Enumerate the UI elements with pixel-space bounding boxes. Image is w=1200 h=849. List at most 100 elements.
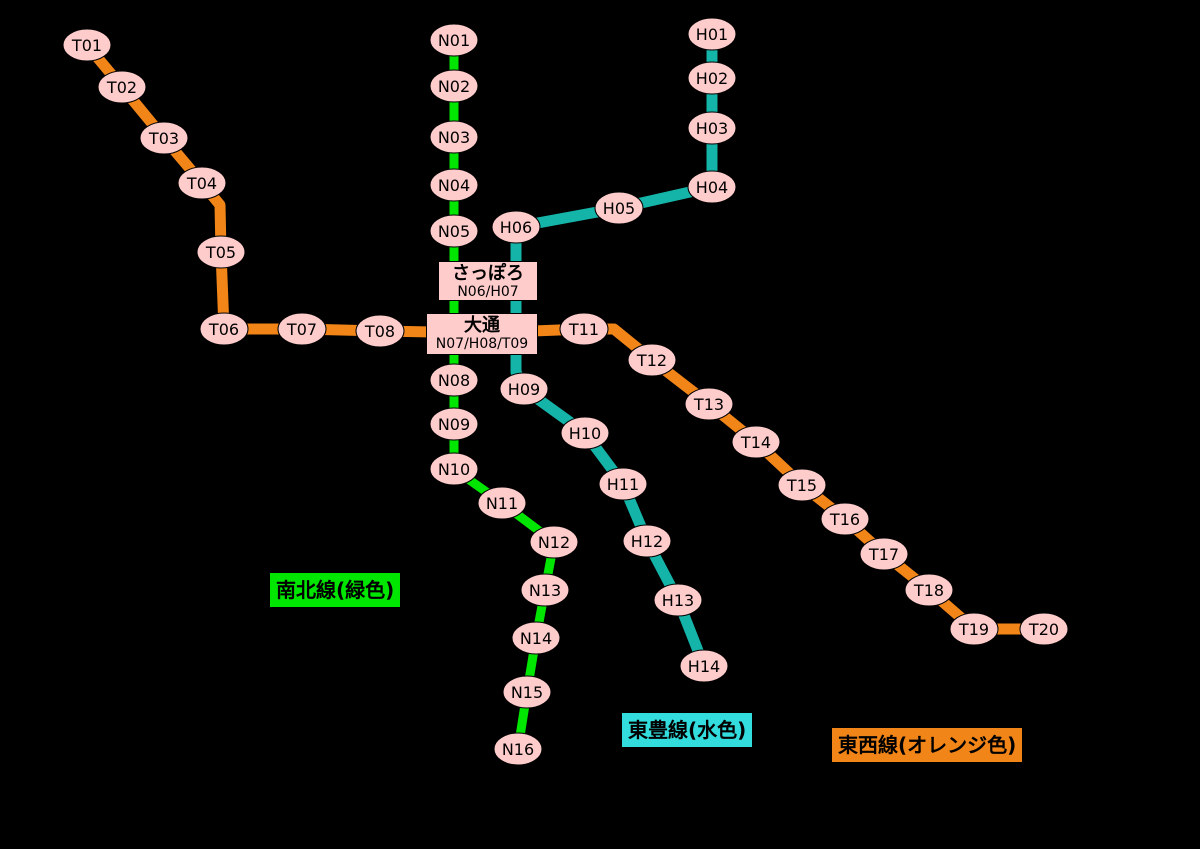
station-code-label: N02 xyxy=(438,77,470,96)
station-t07[interactable]: T07 xyxy=(277,312,327,346)
station-code-label: N14 xyxy=(520,629,552,648)
namboku-line-south xyxy=(449,340,559,750)
station-code-label: H02 xyxy=(696,69,728,88)
hub-sapporo[interactable]: さっぽろ N06/H07 xyxy=(438,261,538,301)
station-code-label: N13 xyxy=(529,581,561,600)
station-code-label: N15 xyxy=(511,683,543,702)
station-marker xyxy=(429,363,479,397)
station-marker xyxy=(429,407,479,441)
station-marker xyxy=(477,486,527,520)
station-code-label: T02 xyxy=(106,78,137,97)
station-code-label: H01 xyxy=(696,25,728,44)
station-n05[interactable]: N05 xyxy=(429,214,479,248)
tozai-line-west xyxy=(82,41,485,339)
station-code-label: T11 xyxy=(568,320,599,339)
station-code-label: N03 xyxy=(438,128,470,147)
station-marker xyxy=(499,372,549,406)
station-code-label: T04 xyxy=(186,174,217,193)
station-h12[interactable]: H12 xyxy=(622,524,672,558)
station-h10[interactable]: H10 xyxy=(560,416,610,450)
station-t04[interactable]: T04 xyxy=(177,166,227,200)
station-h04[interactable]: H04 xyxy=(687,170,737,204)
station-marker xyxy=(277,312,327,346)
hub-odori[interactable]: 大通 N07/H08/T09 xyxy=(426,313,538,355)
station-code-label: T18 xyxy=(913,581,944,600)
station-n02[interactable]: N02 xyxy=(429,69,479,103)
station-n09[interactable]: N09 xyxy=(429,407,479,441)
station-marker xyxy=(429,168,479,202)
station-t14[interactable]: T14 xyxy=(731,425,781,459)
station-code-label: T06 xyxy=(208,320,239,339)
station-marker xyxy=(679,649,729,683)
line-layer xyxy=(82,34,1044,750)
station-code-label: N11 xyxy=(486,494,518,513)
station-n12[interactable]: N12 xyxy=(529,525,579,559)
toho-line-north xyxy=(510,34,718,320)
station-marker xyxy=(429,69,479,103)
station-t12[interactable]: T12 xyxy=(627,343,677,377)
station-t01[interactable]: T01 xyxy=(62,28,112,62)
station-t13[interactable]: T13 xyxy=(684,387,734,421)
station-n10[interactable]: N10 xyxy=(429,452,479,486)
station-t02[interactable]: T02 xyxy=(97,70,147,104)
station-marker xyxy=(355,314,405,348)
station-code-label: T07 xyxy=(286,320,317,339)
station-h11[interactable]: H11 xyxy=(598,467,648,501)
station-marker xyxy=(502,675,552,709)
station-h14[interactable]: H14 xyxy=(679,649,729,683)
station-code-label: N01 xyxy=(438,31,470,50)
station-marker xyxy=(1019,612,1069,646)
station-h01[interactable]: H01 xyxy=(687,17,737,51)
station-t20[interactable]: T20 xyxy=(1019,612,1069,646)
tozai-line-east xyxy=(483,323,1044,635)
station-t19[interactable]: T19 xyxy=(949,612,999,646)
station-t05[interactable]: T05 xyxy=(196,235,246,269)
station-marker xyxy=(622,524,672,558)
station-n14[interactable]: N14 xyxy=(511,621,561,655)
station-marker xyxy=(429,214,479,248)
station-code-label: N12 xyxy=(538,533,570,552)
station-n04[interactable]: N04 xyxy=(429,168,479,202)
station-marker xyxy=(687,17,737,51)
station-marker xyxy=(904,573,954,607)
station-t18[interactable]: T18 xyxy=(904,573,954,607)
station-t08[interactable]: T08 xyxy=(355,314,405,348)
station-marker xyxy=(97,70,147,104)
station-marker xyxy=(820,502,870,536)
station-code-label: T12 xyxy=(636,351,667,370)
station-t17[interactable]: T17 xyxy=(859,537,909,571)
station-marker xyxy=(62,28,112,62)
station-h06[interactable]: H06 xyxy=(491,210,541,244)
station-n16[interactable]: N16 xyxy=(493,732,543,766)
station-t03[interactable]: T03 xyxy=(139,121,189,155)
station-h05[interactable]: H05 xyxy=(594,191,644,225)
station-t15[interactable]: T15 xyxy=(777,468,827,502)
station-marker xyxy=(859,537,909,571)
station-code-label: H12 xyxy=(631,532,663,551)
station-marker xyxy=(511,621,561,655)
station-t11[interactable]: T11 xyxy=(559,312,609,346)
station-t06[interactable]: T06 xyxy=(199,312,249,346)
station-marker xyxy=(598,467,648,501)
station-marker xyxy=(653,583,703,617)
station-n03[interactable]: N03 xyxy=(429,120,479,154)
station-n11[interactable]: N11 xyxy=(477,486,527,520)
station-t16[interactable]: T16 xyxy=(820,502,870,536)
legend-toho-label: 東豊線(水色) xyxy=(628,718,747,742)
station-marker xyxy=(687,111,737,145)
station-h13[interactable]: H13 xyxy=(653,583,703,617)
station-n13[interactable]: N13 xyxy=(520,573,570,607)
station-n08[interactable]: N08 xyxy=(429,363,479,397)
station-n01[interactable]: N01 xyxy=(429,23,479,57)
station-h03[interactable]: H03 xyxy=(687,111,737,145)
station-marker xyxy=(949,612,999,646)
station-code-label: T14 xyxy=(740,433,771,452)
station-h09[interactable]: H09 xyxy=(499,372,549,406)
station-n15[interactable]: N15 xyxy=(502,675,552,709)
station-h02[interactable]: H02 xyxy=(687,61,737,95)
station-marker xyxy=(627,343,677,377)
station-code-label: T13 xyxy=(693,395,724,414)
